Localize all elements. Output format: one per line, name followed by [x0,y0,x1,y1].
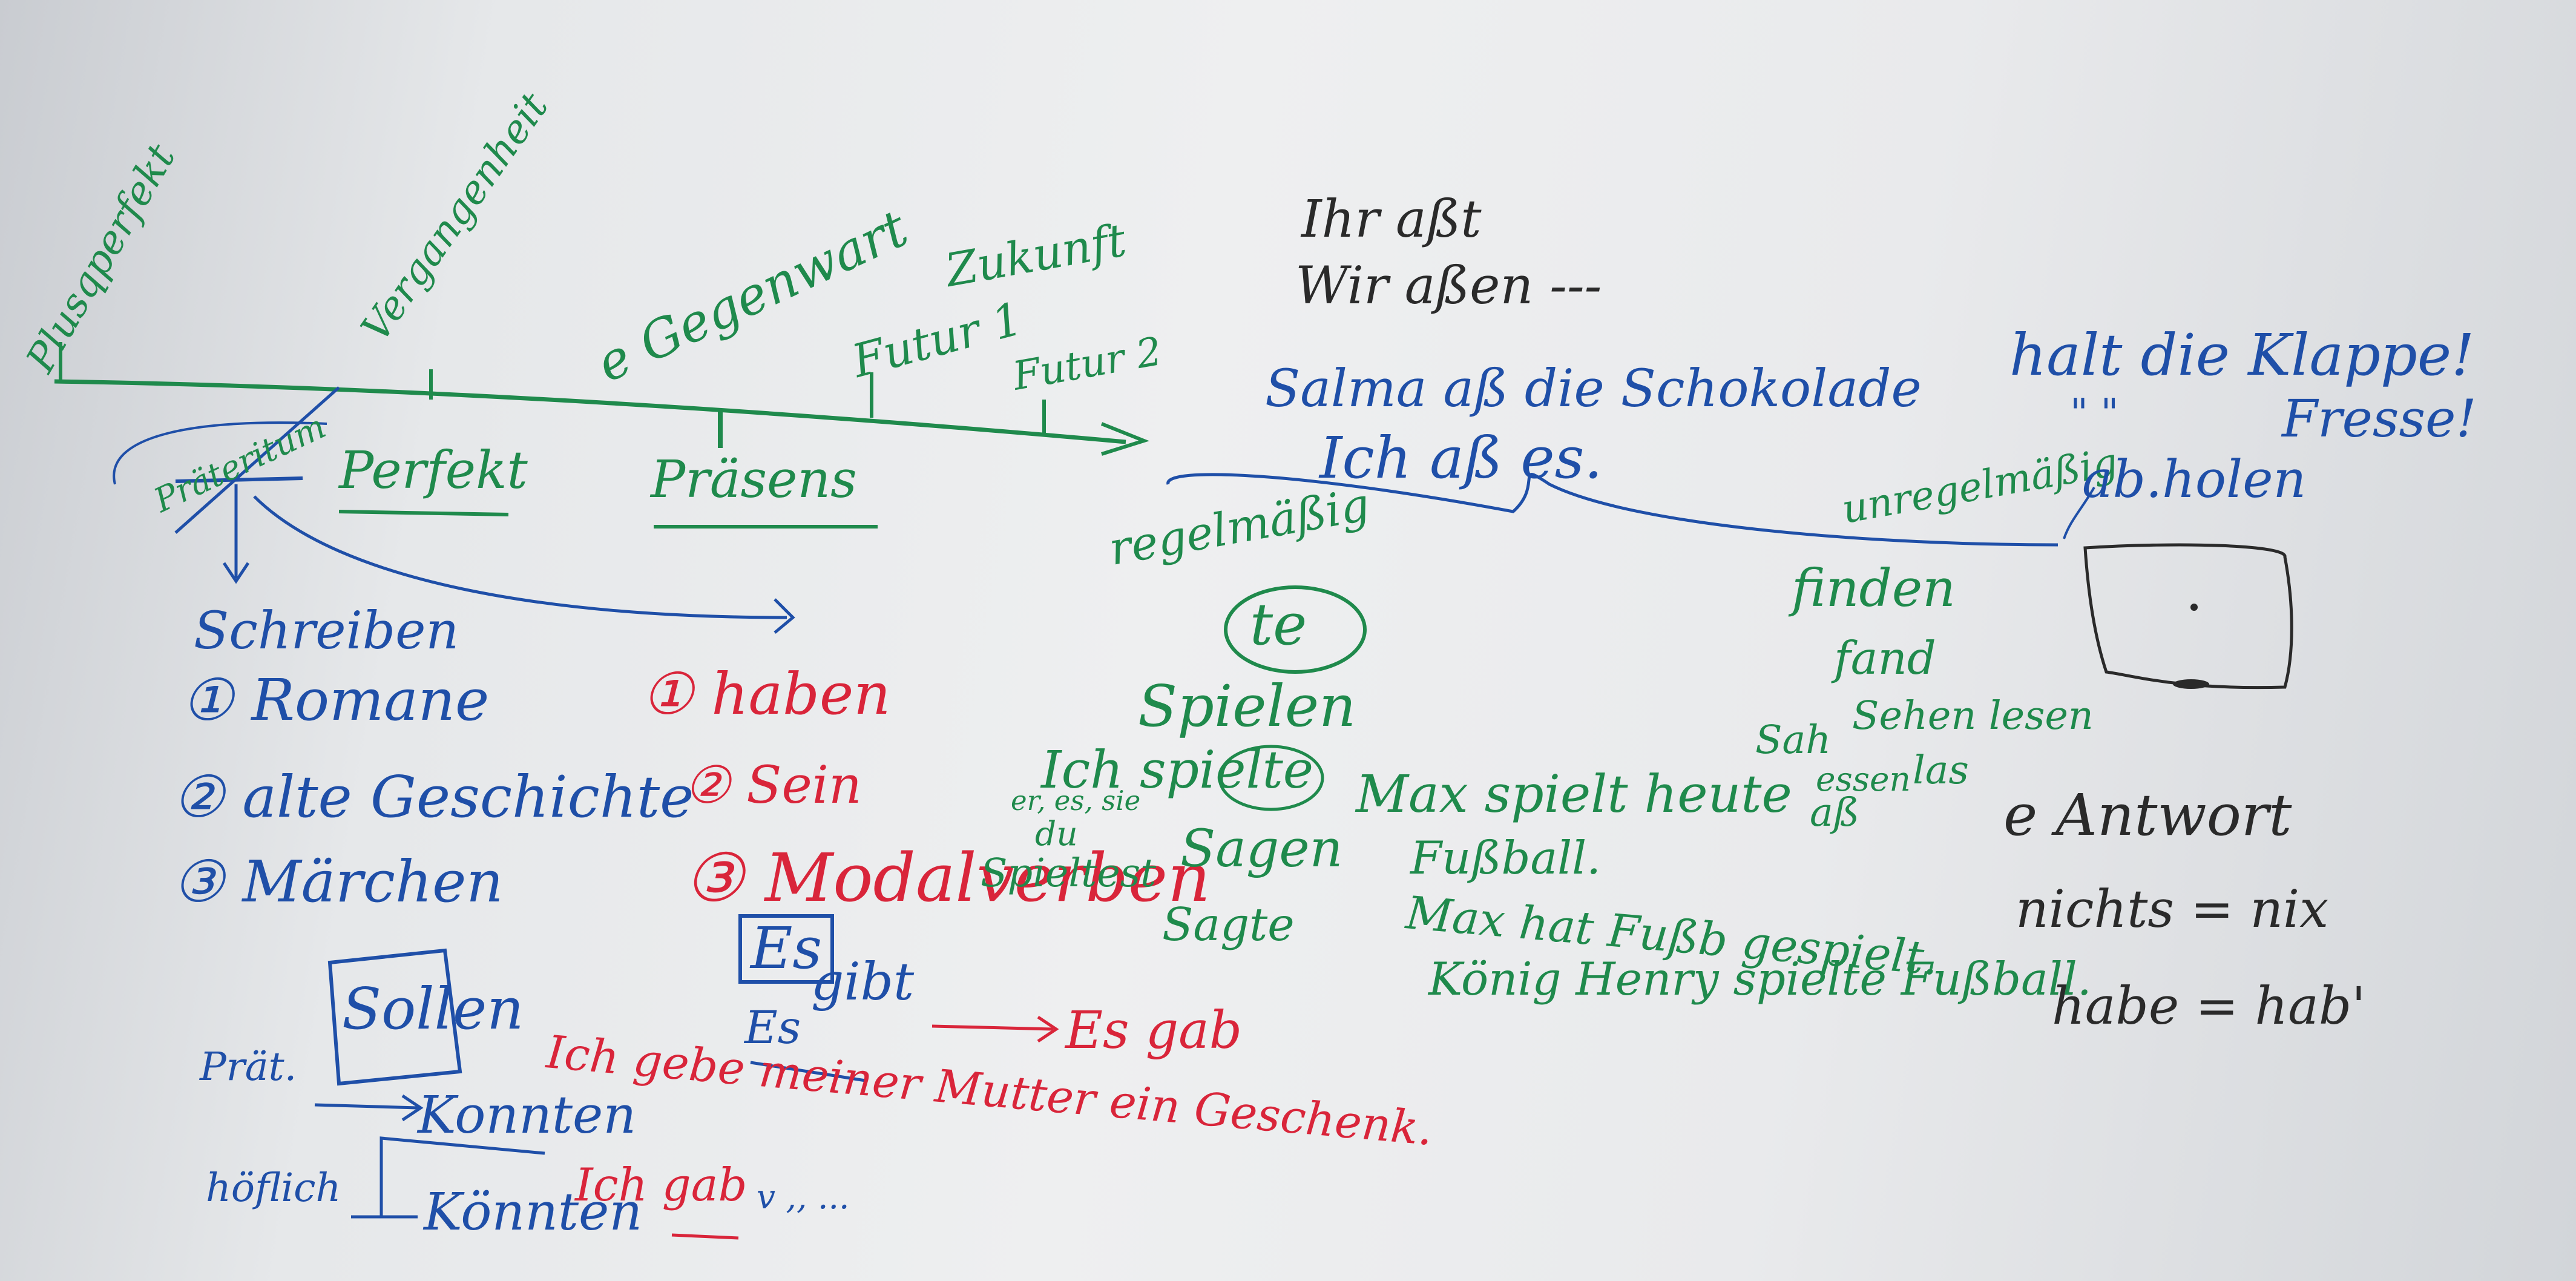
label-perfekt: Perfekt [339,441,528,501]
regel-unregel-brace [1166,473,2058,547]
koennten-text: Könnten [424,1182,643,1242]
ihr-asst: Ihr aßt [1301,189,1482,249]
red-sentence-tail: v ,, ... [757,1177,850,1216]
arrow-es-gab [932,1015,1059,1043]
te-label: te [1250,591,1307,658]
antwort-label: e Antwort [2003,782,2292,849]
haben-item-1: ① haben [642,661,891,728]
sehen-lesen-label: Sehen lesen [1852,693,2094,739]
haben-item-3: ③ Modalverben [684,839,1211,917]
screen-drawing [2083,543,2293,690]
spielen-label: Spielen [1138,673,1356,740]
ass-label: aß [1810,790,1860,835]
sagte-label: Sagte [1162,898,1295,951]
hoeflich-text: höflich [206,1165,341,1211]
ditto-marks: " " [2070,390,2119,436]
spielte-circle [1218,745,1324,811]
schreiben-item-1: ① Romane [182,667,490,734]
sollen-box [327,948,462,1086]
sah-label: Sah [1755,717,1832,763]
wir-assen: Wir aßen --- [1295,256,1602,316]
red-sentence-2: Ich gab [575,1158,748,1211]
fand-label: fand [1834,631,1936,685]
pronouns-label: er, es, sie [1011,785,1141,817]
max-line-1: Max spielt heute [1356,765,1792,825]
sollen-text: Sollen [342,976,524,1042]
max-line-2: Fußball. [1410,831,1601,884]
arrow-praet-konnten [314,1094,424,1122]
timeline-arrowhead [1100,422,1149,456]
las-label: las [1913,748,1969,793]
salma-sentence: Salma aß die Schokolade [1265,359,1922,419]
halt-die-klappe: halt die Klappe! [2009,322,2475,389]
fresse-label: Fresse! [2282,389,2477,449]
arrow-to-schreiben [222,484,250,584]
praet-text: Prät. [200,1044,297,1090]
te-circle [1224,585,1367,674]
ellipse-praeteritum [113,421,327,485]
konnten-text: Konnten [418,1085,637,1145]
ich-ass-es: Ich aß es. [1319,425,1603,492]
abholen-label: ab.holen [2082,450,2307,510]
finden-label: finden [1792,559,1956,619]
spieltest-label: Spieltest [981,851,1157,896]
du-label: du [1035,814,1078,853]
schreiben-item-3: ③ Märchen [172,849,504,915]
schreiben-item-2: ② alte Geschichte [172,764,694,831]
es-gab-text: Es gab [1065,1001,1243,1061]
hoeflich-line [351,1136,545,1219]
habe-hab-label: habe = hab' [2052,976,2366,1036]
essen-label: essen [1816,760,1911,799]
max-line-4: König Henry spielte Fußball. [1428,952,2092,1006]
red-gab-underline [671,1233,739,1240]
arrow-to-haben [253,495,795,634]
ich-spielte: Ich spielte [1041,740,1314,800]
es-underline [750,1061,866,1082]
screen-button [2173,679,2209,689]
es-below-text: Es [744,1001,801,1054]
sagen-label: Sagen [1180,819,1343,879]
schreiben-title: Schreiben [194,601,459,661]
perfekt-underline [338,510,509,516]
screen-dot [2190,604,2198,611]
es-box: Es [738,914,835,984]
nichts-nix-label: nichts = nix [2016,880,2329,940]
praeteritum-strike [174,386,340,534]
unregel-arrow [2063,487,2095,539]
praeteritum-underline [175,476,303,483]
gibt-text: gibt [811,952,915,1012]
label-praesens: Präsens [651,450,857,510]
timeline-line [54,379,1126,444]
haben-item-2: ② Sein [684,756,862,815]
